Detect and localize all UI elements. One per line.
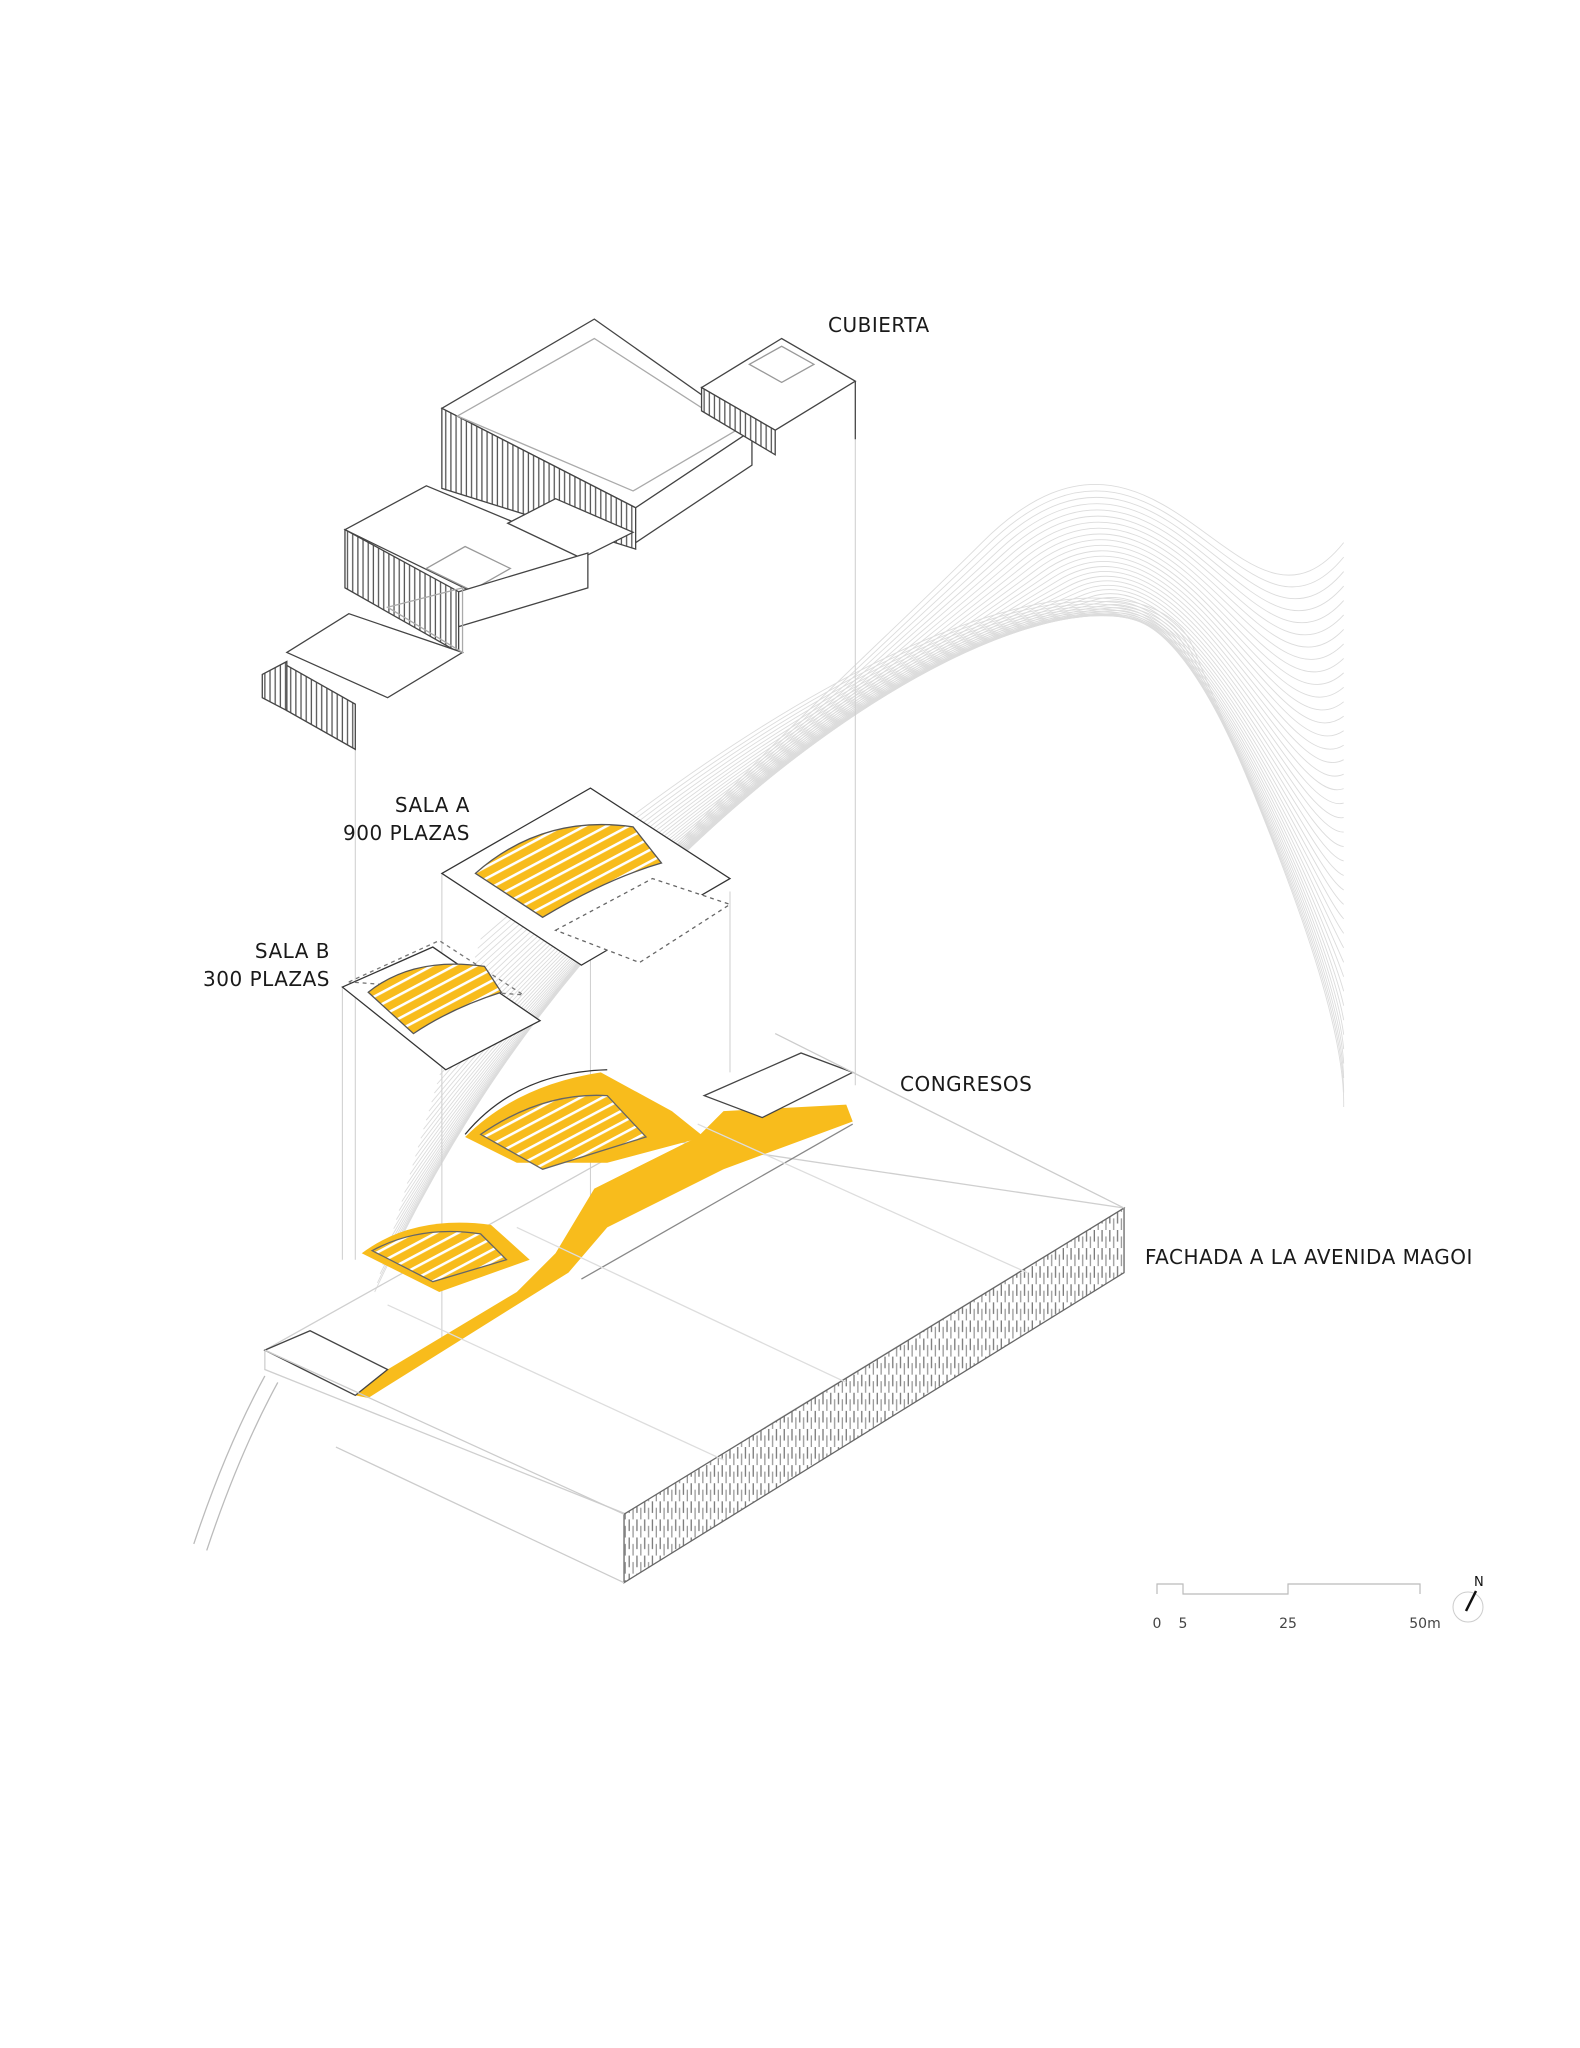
north-arrow-icon: N [1452, 1575, 1502, 1625]
congresos-level [263, 1052, 1126, 1515]
contour-line [469, 608, 1345, 1050]
contour-line [477, 600, 1345, 1093]
contour-line [455, 615, 1345, 1021]
north-label: N [1474, 1575, 1484, 1590]
sala-a-plan [440, 787, 732, 966]
scale-tick-5: 5 [1178, 1616, 1188, 1632]
contour-line [461, 613, 1345, 1006]
contour-line [463, 612, 1345, 1021]
scale-tick-0: 0 [1152, 1616, 1162, 1632]
sala-b-capacity: 300 PLAZAS [203, 967, 330, 991]
sala-a-capacity: 900 PLAZAS [343, 821, 470, 845]
label-cubierta: CUBIERTA [828, 313, 930, 337]
contour-line [480, 597, 1345, 1107]
contour-line [472, 606, 1345, 1064]
scale-tick-25: 25 [1279, 1616, 1297, 1632]
scale-bar: 0 5 25 50m [1140, 1580, 1441, 1632]
scale-tick-50: 50m [1409, 1616, 1441, 1632]
contour-line [474, 603, 1345, 1079]
label-fachada: FACHADA A LA AVENIDA MAGOI [1145, 1245, 1473, 1269]
contour-line [466, 610, 1345, 1035]
contour-line [458, 614, 1345, 1012]
label-congresos: CONGRESOS [900, 1072, 1033, 1096]
sala-b-name: SALA B [254, 939, 330, 963]
contour-line [436, 604, 1344, 1085]
label-sala-a: SALA A 900 PLAZAS [330, 791, 470, 847]
sala-b-plan [341, 939, 542, 1071]
label-sala-b: SALA B 300 PLAZAS [190, 937, 330, 993]
sala-a-name: SALA A [394, 793, 470, 817]
fachada-avenida-magoi [193, 1033, 1125, 1584]
circulation-floor [355, 1104, 853, 1398]
roof-level [261, 318, 857, 751]
